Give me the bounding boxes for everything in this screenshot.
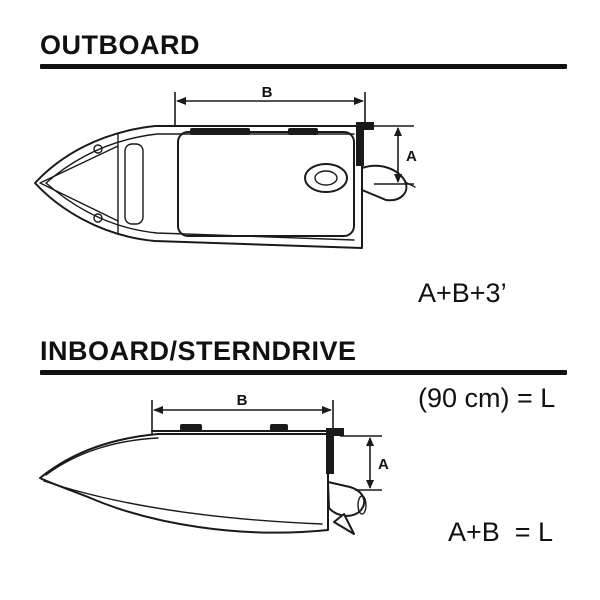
bow-hatch (124, 143, 144, 225)
outboard-section-title: OUTBOARD (40, 30, 200, 60)
drive-skeg (333, 513, 355, 535)
outboard-title-rule (40, 64, 567, 69)
inboard-dim-b-label: B (237, 392, 248, 409)
inboard-dim-b: B (151, 392, 334, 434)
inboard-title-rule (40, 370, 567, 375)
outboard-dim-b-label: B (262, 86, 273, 101)
transom-bracket (326, 428, 344, 474)
inboard-hull (39, 424, 344, 534)
inboard-section-title: INBOARD/STERNDRIVE (40, 336, 357, 366)
bow-seam-lines (39, 145, 119, 222)
gunwale-pad-left (190, 128, 250, 135)
outboard-boat-diagram: B (34, 86, 417, 249)
inboard-boat-diagram: B A (39, 392, 389, 535)
cockpit-outline (177, 131, 355, 237)
outboard-formula-line2: (90 cm) = L (418, 383, 556, 413)
bow-cleat-top (93, 144, 103, 154)
outboard-formula-line1: A+B+3’ (418, 278, 507, 308)
inboard-formula: A+B = L (448, 517, 554, 547)
transom-bracket (356, 122, 374, 166)
motor-cowl-inner (314, 170, 338, 186)
outboard-dim-b: B (174, 86, 366, 128)
inboard-dim-a-label: A (378, 456, 389, 473)
gunwale-pad-left (180, 424, 202, 431)
bow-sheer-inner (45, 437, 159, 476)
propeller (357, 495, 367, 515)
outboard-dim-a-label: A (406, 148, 417, 165)
motor-pod (361, 164, 408, 202)
outboard-dim-a: A (362, 125, 417, 185)
chine-line (43, 480, 323, 525)
bow-cleat-bottom (93, 213, 103, 223)
gunwale-pad-right (270, 424, 288, 431)
outboard-formula: A+B+3’ (90 cm) = L (418, 206, 555, 486)
gunwale-pad-right (288, 128, 318, 135)
motor-cowl (304, 163, 348, 193)
inboard-dim-a: A (340, 435, 389, 491)
